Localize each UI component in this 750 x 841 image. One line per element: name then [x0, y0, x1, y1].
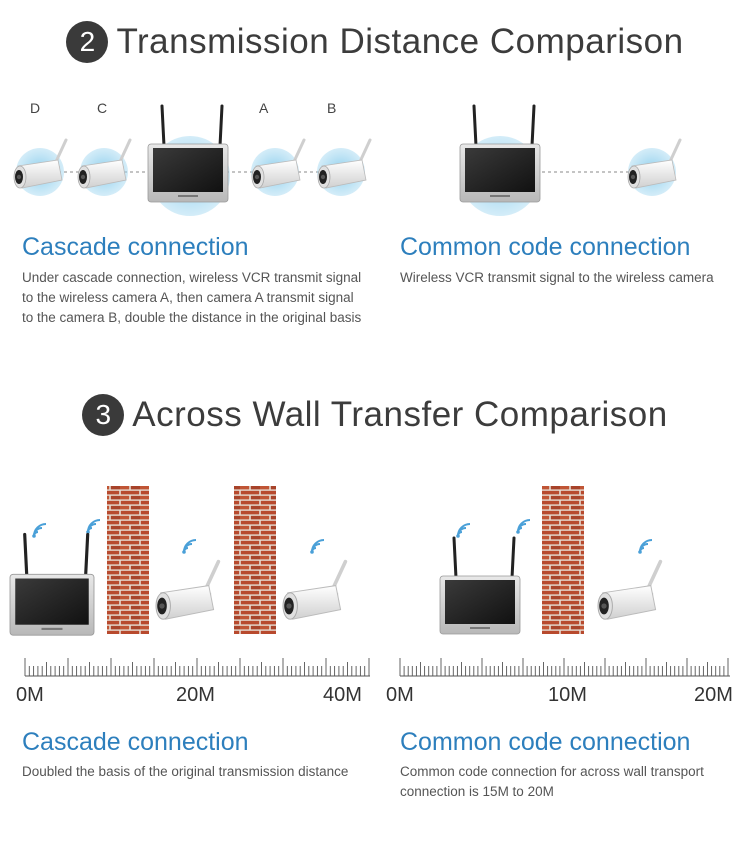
wifi-icon	[455, 523, 471, 539]
wireless-nvr-icon	[8, 532, 96, 637]
section-3-heading: Across Wall Transfer Comparison	[132, 395, 668, 434]
wifi-icon	[515, 519, 531, 535]
camera-label-b: B	[327, 100, 337, 116]
common-code-connection-description: Wireless VCR transmit signal to the wire…	[400, 270, 714, 285]
brick-wall	[542, 486, 584, 634]
section-2-title: 2 Transmission Distance Comparison	[0, 17, 750, 67]
wifi-icon	[85, 519, 101, 535]
cascade-distance-illustration	[12, 104, 372, 216]
common-code-connection-title: Common code connection	[400, 728, 691, 756]
section-2-number-badge: 2	[66, 21, 109, 63]
wall-camera-icon	[596, 559, 663, 622]
cascade-connection-title: Cascade connection	[22, 233, 249, 261]
wifi-icon	[309, 539, 325, 555]
wall-camera-icon	[154, 559, 221, 622]
camera-label-a: A	[259, 100, 269, 116]
scale-label-end: 40M	[323, 684, 362, 706]
wireless-nvr-icon	[458, 104, 542, 204]
brick-wall	[234, 486, 276, 634]
distance-ruler-common	[399, 658, 730, 677]
camera-label-d: D	[30, 100, 41, 116]
common-distance-illustration	[458, 104, 682, 216]
scale-label-mid: 20M	[176, 684, 215, 706]
section-3-title: 3 Across Wall Transfer Comparison	[0, 390, 750, 440]
cascade-connection-title: Cascade connection	[22, 728, 249, 756]
section-2-heading: Transmission Distance Comparison	[116, 22, 684, 61]
brick-wall	[107, 486, 149, 634]
wall-camera-icon	[281, 559, 348, 622]
common-code-connection-description: Common code connection for across wall t…	[400, 764, 704, 799]
section-3-number-badge: 3	[82, 394, 125, 436]
scale-label-start: 0M	[386, 684, 414, 706]
wifi-icon	[31, 523, 47, 539]
wireless-nvr-icon	[438, 536, 522, 636]
scale-label-mid: 10M	[548, 684, 587, 706]
cascade-wall-illustration	[8, 486, 348, 637]
cascade-connection-description: Doubled the basis of the original transm…	[22, 764, 349, 779]
common-wall-illustration	[438, 486, 663, 636]
camera-label-c: C	[97, 100, 108, 116]
scale-label-start: 0M	[16, 684, 44, 706]
wifi-icon	[181, 539, 197, 555]
wireless-nvr-icon	[146, 104, 230, 204]
common-code-connection-title: Common code connection	[400, 233, 691, 261]
scale-label-end: 20M	[694, 684, 733, 706]
wifi-icon	[637, 539, 653, 555]
distance-ruler-cascade	[24, 658, 370, 677]
cascade-connection-description: Under cascade connection, wireless VCR t…	[22, 270, 362, 325]
